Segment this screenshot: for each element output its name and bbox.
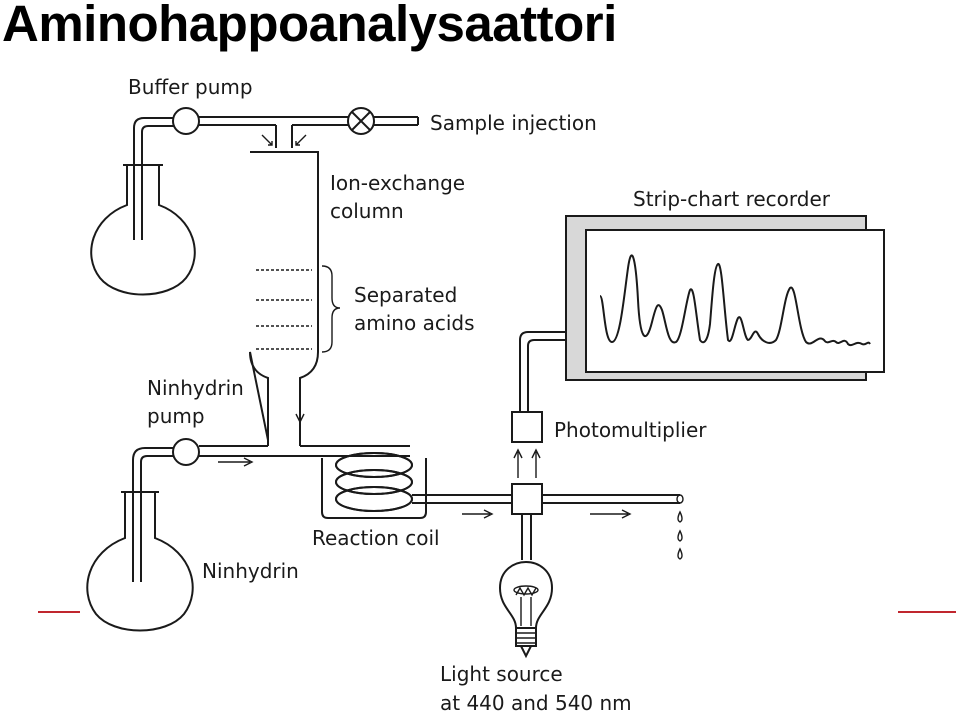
- label-ninhydrin-pump-2: pump: [147, 404, 205, 428]
- label-sample-injection: Sample injection: [430, 111, 597, 135]
- label-separated-1: Separated: [354, 283, 457, 307]
- ninhydrin-pump: [172, 438, 200, 466]
- label-photomultiplier: Photomultiplier: [554, 418, 707, 442]
- label-ion-exchange-2: column: [330, 199, 404, 223]
- reaction-coil: [321, 452, 427, 519]
- label-strip-chart: Strip-chart recorder: [633, 187, 831, 211]
- label-reaction-coil: Reaction coil: [312, 526, 440, 550]
- light-bulb: [498, 560, 554, 659]
- flow-cell: [511, 483, 543, 515]
- page-title: Aminohappoanalysaattori: [2, 0, 617, 52]
- separated-bracket: [321, 265, 341, 353]
- photomultiplier: [511, 411, 543, 443]
- strip-chart-recorder: [565, 215, 885, 381]
- label-ion-exchange-1: Ion-exchange: [330, 171, 465, 195]
- label-buffer-pump: Buffer pump: [128, 75, 253, 99]
- ion-exchange-column: [249, 151, 319, 441]
- buffer-pump: [172, 107, 200, 135]
- label-separated-2: amino acids: [354, 311, 475, 335]
- sample-injection-valve: [347, 107, 375, 135]
- label-ninhydrin: Ninhydrin: [202, 559, 299, 583]
- label-light-source-2: at 440 and 540 nm: [440, 691, 632, 715]
- chromatogram-trace: [599, 254, 871, 347]
- label-light-source-1: Light source: [440, 662, 563, 686]
- drops: [677, 510, 683, 560]
- label-ninhydrin-pump-1: Ninhydrin: [147, 376, 244, 400]
